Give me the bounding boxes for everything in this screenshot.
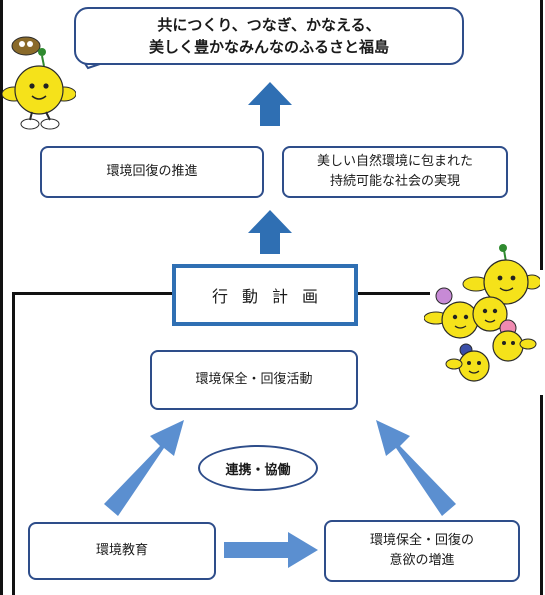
- motivation-line-2: 意欲の増進: [389, 553, 455, 568]
- education-label: 環境教育: [95, 542, 148, 558]
- section-top-line-left: [12, 292, 172, 295]
- mascot-bird-icon: [2, 36, 76, 130]
- mascot-group-icon: [424, 244, 540, 382]
- recovery-label: 環境回復の推進: [106, 163, 198, 179]
- society-line-1: 美しい自然環境に包まれた: [316, 153, 473, 169]
- sustainable-society-box: 美しい自然環境に包まれた 持続可能な社会の実現: [282, 146, 508, 198]
- frame-right-border-lower: [540, 395, 543, 595]
- right-arrow-icon: [224, 532, 318, 568]
- society-line-2: 持続可能な社会の実現: [329, 174, 460, 189]
- goal-line-2: 美しく豊かなみんなのふるさと福島: [148, 38, 389, 56]
- environmental-education-box: 環境教育: [28, 522, 216, 580]
- frame-right-border: [540, 0, 543, 270]
- conservation-activity-box: 環境保全・回復活動: [150, 350, 358, 410]
- frame-left-border: [0, 0, 3, 595]
- motivation-line-1: 環境保全・回復の: [369, 532, 474, 548]
- diagonal-up-left-arrow-icon: [376, 420, 456, 516]
- recovery-promotion-box: 環境回復の推進: [40, 146, 264, 198]
- cooperation-label: 連携・協働: [225, 462, 291, 478]
- goal-line-1: 共につくり、つなぎ、かなえる、: [157, 15, 381, 34]
- up-arrow-icon: [248, 210, 292, 254]
- motivation-box: 環境保全・回復の 意欲の増進: [324, 520, 520, 582]
- up-arrow-icon: [248, 82, 292, 126]
- diagonal-up-right-arrow-icon: [104, 420, 184, 516]
- action-plan-box: 行動計画: [172, 264, 358, 326]
- section-left-border: [12, 292, 15, 595]
- cooperation-oval: 連携・協働: [198, 445, 318, 491]
- action-plan-label: 行動計画: [211, 287, 332, 306]
- goal-speech-bubble: 共につくり、つなぎ、かなえる、 美しく豊かなみんなのふるさと福島: [74, 7, 464, 65]
- section-top-line-right: [358, 292, 430, 295]
- activity-label: 環境保全・回復活動: [195, 371, 313, 387]
